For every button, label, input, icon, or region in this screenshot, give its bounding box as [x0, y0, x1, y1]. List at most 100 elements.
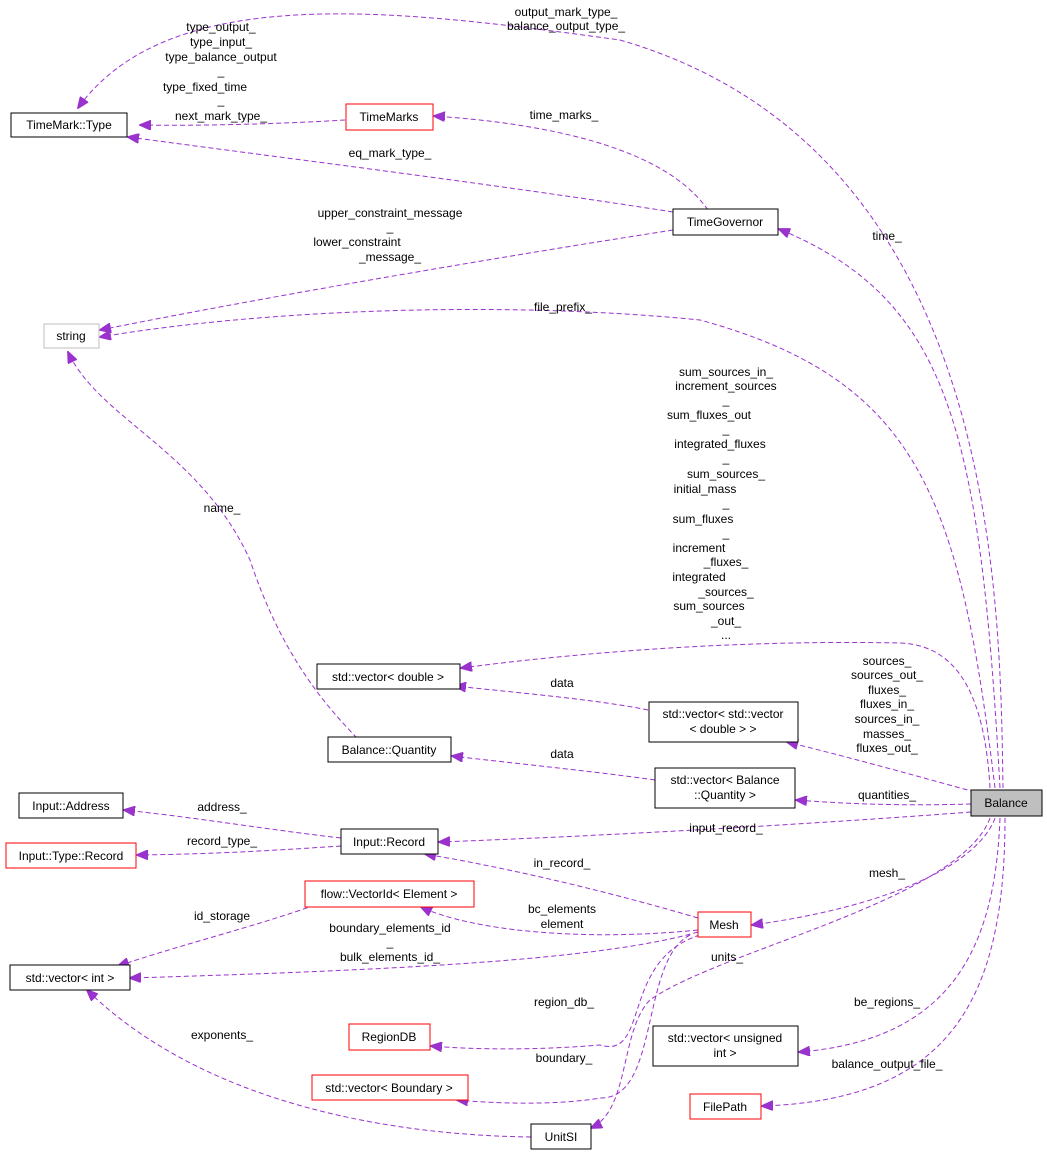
edge-mesh [752, 817, 996, 925]
edge-label-ellipsis: ... [721, 628, 731, 642]
edge-label-record-type: record_type_ [187, 834, 257, 848]
node-label-flow-vectorid: flow::VectorId< Element > [321, 887, 458, 901]
node-label-balance-quantity: Balance::Quantity [342, 743, 437, 757]
edge-label-sum-fluxes-cont: _ [722, 526, 730, 540]
node-label-input-type-record: Input::Type::Record [19, 849, 124, 863]
edge-label-type-fixed-time-cont: _ [217, 93, 225, 107]
edge-label-integrated-fluxes-cont: _ [722, 451, 730, 465]
edge-label-in-record: in_record_ [534, 856, 591, 870]
edge-label-increment-sources: increment_sources [675, 379, 776, 393]
edge-next-mark-type [140, 119, 346, 125]
node-timegovernor[interactable]: TimeGovernor [672, 208, 779, 236]
edge-label-upper-constraint-message: upper_constraint_message [318, 206, 463, 220]
edge-label-name: name_ [204, 501, 241, 515]
edge-in-record [425, 854, 699, 919]
node-flow-vectorid[interactable]: flow::VectorId< Element > [304, 880, 475, 908]
node-balance[interactable]: Balance [970, 789, 1043, 817]
edge-label-boundary-elements-id: boundary_elements_id [329, 921, 450, 935]
edge-label-units: units_ [711, 950, 743, 964]
node-label-timegovernor: TimeGovernor [687, 215, 763, 229]
edge-id-storage [118, 904, 316, 966]
edge-label-sources: sources_ [863, 654, 912, 668]
node-label-unitsi: UnitSI [545, 1130, 578, 1144]
node-label-vector-balance-quantity-1: std::vector< Balance [670, 773, 779, 787]
node-regiondb[interactable]: RegionDB [348, 1023, 431, 1051]
edge-label-type-balance-output: type_balance_output [165, 50, 277, 64]
node-vector-vector-double[interactable]: std::vector< std::vector < double > > [648, 701, 799, 743]
edge-label-integrated: integrated [672, 570, 725, 584]
edge-eq-mark-type [128, 137, 674, 213]
edge-data-1 [455, 686, 649, 711]
edge-label-type-fixed-time: type_fixed_time [163, 80, 247, 94]
node-timemarks[interactable]: TimeMarks [345, 103, 434, 131]
node-label-filepath: FilePath [703, 1100, 747, 1114]
edge-label-sum-sources-in: sum_sources_in_ [679, 365, 773, 379]
edge-label-fluxes-out: fluxes_out_ [856, 741, 918, 755]
edge-label-data-1: data [550, 676, 574, 690]
node-label-vector-boundary: std::vector< Boundary > [325, 1081, 452, 1095]
node-label-vector-unsigned-2: int > [713, 1046, 736, 1060]
edge-label-sum-fluxes-out: sum_fluxes_out [667, 408, 752, 422]
node-label-vector-unsigned-1: std::vector< unsigned [668, 1031, 782, 1045]
edge-label-fluxes: fluxes_ [868, 683, 906, 697]
edge-label-type-output: type_output_ [186, 20, 256, 34]
node-string[interactable]: string [43, 323, 100, 349]
edge-label-increment-fluxes: _fluxes_ [703, 555, 749, 569]
edge-label-increment: increment [673, 541, 726, 555]
node-label-input-address: Input::Address [32, 799, 109, 813]
edge-time-marks [434, 116, 709, 211]
node-timemark-type[interactable]: TimeMark::Type [10, 112, 128, 138]
edge-label-initial-mass: initial_mass [674, 482, 737, 496]
edge-label-exponents: exponents_ [191, 1028, 253, 1042]
node-vector-unsigned-int[interactable]: std::vector< unsigned int > [652, 1025, 799, 1067]
node-label-vector-vector-double-1: std::vector< std::vector [662, 707, 783, 721]
edge-label-type-balance-output-cont: _ [217, 64, 225, 78]
edge-bc-elements [421, 907, 699, 936]
edge-label-time: time_ [872, 229, 902, 243]
edge-file-prefix [100, 308, 996, 789]
node-vector-balance-quantity[interactable]: std::vector< Balance ::Quantity > [654, 767, 796, 809]
edge-label-masses: masses_ [863, 727, 911, 741]
edge-label-sum-sources: sum_sources_ [687, 467, 765, 481]
node-balance-quantity[interactable]: Balance::Quantity [327, 736, 452, 763]
edge-label-element: element [541, 917, 584, 931]
edge-label-increment-sources-cont: _ [722, 393, 730, 407]
nodes: TimeMark::Type TimeMarks TimeGovernor st… [5, 103, 1043, 1150]
node-label-regiondb: RegionDB [362, 1030, 417, 1044]
node-unitsi[interactable]: UnitSI [530, 1123, 592, 1150]
node-vector-boundary[interactable]: std::vector< Boundary > [311, 1074, 469, 1101]
edge-label-time-marks: time_marks_ [530, 108, 599, 122]
edge-label-initial-mass-cont: _ [722, 496, 730, 510]
edge-label-be-regions: be_regions_ [854, 995, 920, 1009]
node-label-vector-double: std::vector< double > [332, 670, 444, 684]
node-label-vector-vector-double-2: < double > > [689, 722, 756, 736]
edge-label-bc-elements: bc_elements [528, 902, 596, 916]
node-vector-double[interactable]: std::vector< double > [316, 663, 461, 690]
node-input-address[interactable]: Input::Address [18, 792, 124, 819]
node-input-record[interactable]: Input::Record [340, 828, 439, 855]
edge-label-address: address_ [197, 800, 247, 814]
edge-label-fluxes-in: fluxes_in_ [860, 697, 914, 711]
edge-label-integrated-fluxes: integrated_fluxes [674, 437, 765, 451]
edge-label-balance-output-type: balance_output_type_ [507, 19, 625, 33]
edge-label-balance-output-file: balance_output_file_ [832, 1057, 943, 1071]
node-label-timemarks: TimeMarks [360, 110, 419, 124]
node-label-string: string [56, 329, 85, 343]
node-label-mesh: Mesh [709, 918, 738, 932]
edge-address [124, 810, 342, 839]
edge-quantities [796, 800, 972, 805]
edge-label-eq-mark-type: eq_mark_type_ [349, 146, 432, 160]
edge-label-file-prefix: file_prefix_ [534, 300, 592, 314]
edge-label-next-mark-type: next_mark_type_ [175, 109, 267, 123]
edge-balance-output-file [762, 817, 1006, 1106]
node-input-type-record[interactable]: Input::Type::Record [5, 842, 137, 869]
node-filepath[interactable]: FilePath [689, 1093, 762, 1120]
node-label-input-record: Input::Record [353, 835, 425, 849]
edge-constraint-message [100, 229, 674, 330]
node-vector-int[interactable]: std::vector< int > [9, 964, 131, 991]
edge-input-record [439, 811, 972, 842]
node-mesh[interactable]: Mesh [697, 911, 752, 938]
edge-label-sources-out: sources_out_ [851, 668, 923, 682]
edge-label-upper-constraint-message-cont: _ [386, 220, 394, 234]
